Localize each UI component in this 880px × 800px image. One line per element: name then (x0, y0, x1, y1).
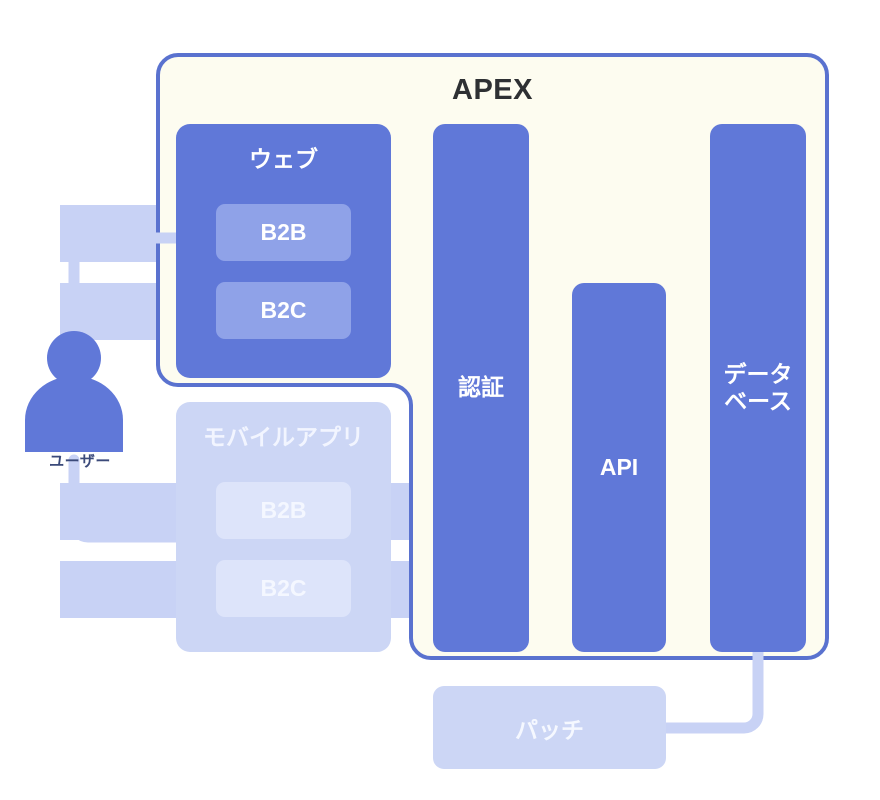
web-chip-b2b[interactable]: B2B (216, 204, 351, 261)
connector-user-to-web (68, 232, 206, 436)
web-chip-b2c[interactable]: B2C (216, 282, 351, 339)
service-column-database-label-line1: データ (723, 360, 793, 387)
service-column-auth[interactable]: 認証 (433, 124, 529, 652)
client-panel-mobile[interactable]: モバイルアプリ B2B B2C (176, 402, 391, 652)
client-panel-web[interactable]: ウェブ B2B B2C (176, 124, 391, 378)
client-panel-web-label: ウェブ (249, 146, 318, 172)
service-column-database[interactable]: データ ベース (710, 124, 806, 652)
apex-container-title: APEX (452, 73, 533, 106)
user-actor-label: ユーザー (49, 453, 111, 470)
service-column-api[interactable]: API (572, 283, 666, 652)
connector-user-to-mobile (68, 454, 206, 543)
mobile-chip-b2c[interactable]: B2C (216, 560, 351, 617)
mobile-chip-b2b[interactable]: B2B (216, 482, 351, 539)
patch-node[interactable]: パッチ (433, 686, 666, 769)
service-column-database-label-line2: ベース (724, 388, 792, 414)
connector-database-to-patch (654, 634, 764, 734)
user-person-icon (25, 331, 123, 452)
client-panel-mobile-label: モバイルアプリ (203, 424, 364, 450)
